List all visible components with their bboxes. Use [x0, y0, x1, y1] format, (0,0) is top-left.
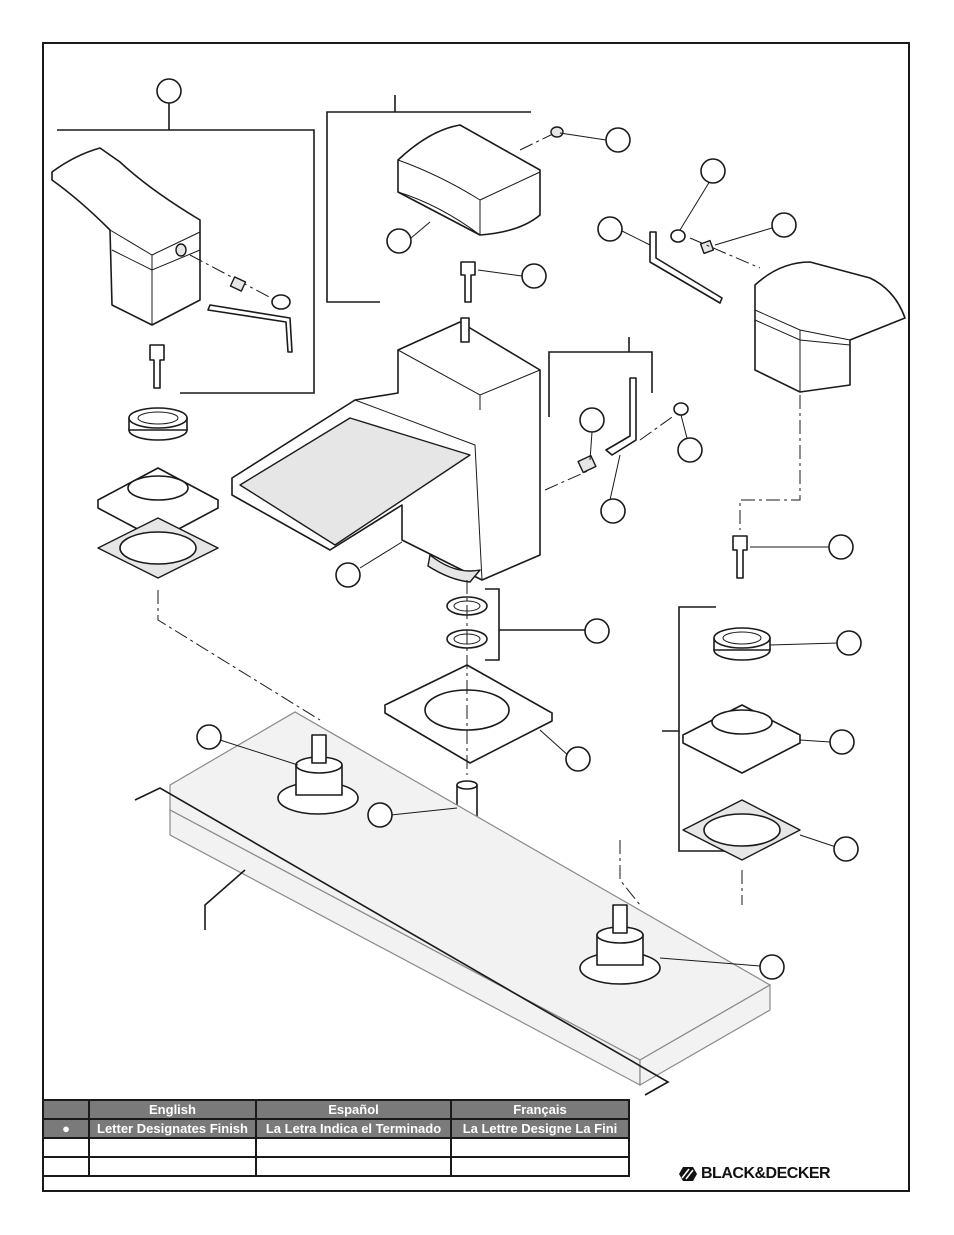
left-screw-cap [272, 295, 290, 309]
left-escutcheon-bore [128, 476, 188, 500]
right-stem-extension [733, 536, 747, 578]
right-valve-stem [613, 905, 627, 933]
legend-row [43, 1157, 629, 1176]
legend-header-blank [43, 1100, 89, 1119]
leader-right-cap [680, 181, 710, 230]
legend-cell [43, 1157, 89, 1176]
leader-center-escutcheon [540, 730, 570, 757]
legend-cell [256, 1157, 451, 1176]
left-screw-centerline [190, 255, 275, 300]
deck-plate-leader [205, 870, 245, 930]
callout-marker [772, 213, 796, 237]
legend-header-francais: Français [451, 1100, 629, 1119]
right-assembly-centerline [740, 395, 800, 530]
brand-logo: BLACK&DECKER [678, 1165, 830, 1183]
leader-center-wrench [610, 455, 620, 500]
right-escutcheon-bore [712, 710, 772, 734]
o-ring-bracket [485, 589, 585, 660]
leader-center-screw [560, 133, 606, 140]
left-valve-stem [312, 735, 326, 763]
right-gasket-bore [704, 814, 780, 846]
legend-row: ● Letter Designates Finish La Letra Indi… [43, 1119, 629, 1138]
left-handle-group [52, 103, 320, 720]
legend-header-english: English [89, 1100, 256, 1119]
callout-marker [566, 747, 590, 771]
finish-legend-table: English Español Français ● Letter Design… [42, 1099, 630, 1177]
left-stem-extension [150, 345, 164, 388]
black-decker-hexagon-icon [678, 1166, 698, 1182]
right-handle-group [620, 262, 905, 905]
leader-center-stem [478, 270, 522, 276]
left-lever-handle [52, 148, 200, 325]
callout-marker [830, 730, 854, 754]
callout-marker [598, 217, 622, 241]
callout-marker [336, 563, 360, 587]
legend-bullet: ● [43, 1119, 89, 1138]
legend-cell [256, 1138, 451, 1157]
left-assembly-centerline [158, 590, 320, 720]
deck-plate-group [135, 712, 770, 1095]
legend-cell-english: Letter Designates Finish [89, 1119, 256, 1138]
callout-marker [837, 631, 861, 655]
callout-marker [601, 499, 625, 523]
legend-cell-espanol: La Letra Indica el Terminado [256, 1119, 451, 1138]
legend-header-espanol: Español [256, 1100, 451, 1119]
callout-marker [834, 837, 858, 861]
callout-marker [522, 264, 546, 288]
center-allen-wrench [606, 378, 636, 455]
center-set-screw [551, 127, 563, 137]
callout-marker [157, 79, 181, 103]
leader-right-nut [770, 643, 838, 645]
callout-marker [368, 803, 392, 827]
legend-cell [89, 1138, 256, 1157]
right-bonnet-nut-top [714, 628, 770, 648]
left-allen-wrench [208, 305, 292, 352]
callout-marker [678, 438, 702, 462]
right-escutcheon-side [683, 735, 800, 773]
spout-stem-post [461, 318, 469, 342]
leader-right-escutcheon [800, 740, 830, 742]
legend-cell [451, 1138, 629, 1157]
callout-marker [606, 128, 630, 152]
callout-marker [580, 408, 604, 432]
leader-spout [360, 542, 402, 568]
left-gasket-bore [120, 532, 196, 564]
legend-header-row: English Español Français [43, 1100, 629, 1119]
callout-marker [585, 619, 609, 643]
brand-name: BLACK&DECKER [701, 1165, 830, 1183]
riser-tube-top [457, 781, 477, 789]
leader-right-screw [715, 228, 772, 245]
center-right-wrench-group [545, 337, 688, 490]
left-set-screw [230, 277, 245, 291]
center-screw-cap [674, 403, 688, 415]
callout-marker [197, 725, 221, 749]
callout-marker [701, 159, 725, 183]
right-set-screw [701, 241, 714, 254]
leader-right-wrench [620, 230, 650, 245]
legend-cell [43, 1138, 89, 1157]
right-top-hardware [650, 230, 760, 303]
left-set-screw-hole [176, 244, 186, 256]
legend-cell [89, 1157, 256, 1176]
center-stem-extension [461, 262, 475, 302]
leader-center-knob [411, 222, 430, 238]
callout-marker [829, 535, 853, 559]
callout-marker [760, 955, 784, 979]
legend-cell [451, 1157, 629, 1176]
center-screw-centerline [520, 133, 555, 150]
center-knob [398, 125, 540, 235]
leader-right-gasket [800, 835, 836, 847]
deck-plate-top [170, 712, 770, 1060]
right-screw-cap [671, 230, 685, 242]
legend-row [43, 1138, 629, 1157]
callout-marker [387, 229, 411, 253]
right-lever-handle [755, 262, 905, 392]
legend-cell-francais: La Lettre Designe La Fini [451, 1119, 629, 1138]
center-set-screw-b [578, 456, 596, 473]
